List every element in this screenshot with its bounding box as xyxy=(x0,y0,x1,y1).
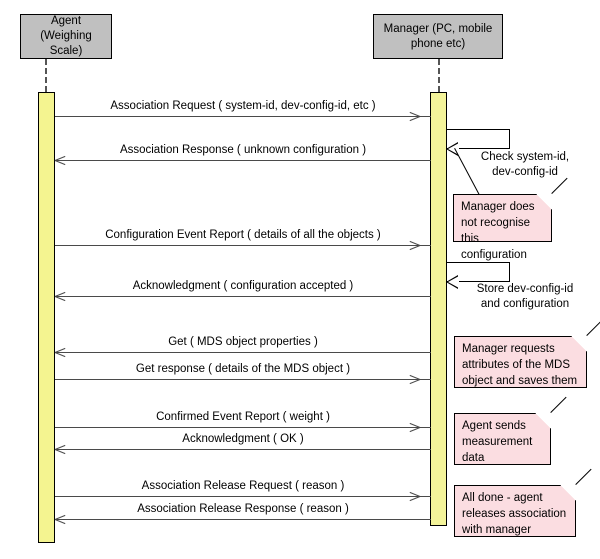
self-call-loop-2 xyxy=(446,262,510,282)
actor-manager-line2: phone etc) xyxy=(410,37,466,50)
note-1-line2: not recognise xyxy=(461,217,531,229)
note-all-done-releases-association: All done - agent releases association wi… xyxy=(454,468,592,537)
self-call-label-1: Check system-id, dev-config-id xyxy=(463,150,587,180)
self-call-arrowhead-1 xyxy=(448,143,459,155)
note-4-fold-line xyxy=(575,468,592,485)
self-call-1-line1: Check system-id, xyxy=(480,151,570,163)
note-2-line3: object and saves them xyxy=(462,375,578,387)
message-label-9: Association Release Request ( reason ) xyxy=(141,480,345,492)
note-1-line3: this configuration xyxy=(461,233,527,261)
message-line-1 xyxy=(55,116,431,117)
note-1-fold-line xyxy=(551,177,568,194)
message-label-4: Acknowledgment ( configuration accepted … xyxy=(132,280,354,292)
message-line-10 xyxy=(55,519,431,520)
message-line-6 xyxy=(55,379,431,380)
actor-head-manager: Manager (PC, mobile phone etc) xyxy=(373,14,503,59)
self-call-2-line2: and configuration xyxy=(480,298,570,310)
note-4-line3: with manager xyxy=(462,524,532,536)
note-3-line3: data xyxy=(462,452,485,464)
message-line-9 xyxy=(55,496,431,497)
lifeline-agent xyxy=(45,59,47,92)
note-2-line1: Manager requests xyxy=(462,343,555,355)
message-line-8 xyxy=(55,449,431,450)
actor-agent-line2: (Weighing Scale) xyxy=(40,30,92,57)
message-line-3 xyxy=(55,245,431,246)
lifeline-manager xyxy=(438,59,440,92)
message-label-7: Confirmed Event Report ( weight ) xyxy=(156,411,330,423)
note-2-fold-line xyxy=(586,319,600,336)
note-manager-requests-attributes: Manager requests attributes of the MDS o… xyxy=(454,319,600,388)
message-label-10: Association Release Response ( reason ) xyxy=(137,503,349,515)
message-line-4 xyxy=(55,296,431,297)
self-call-loop-1 xyxy=(446,129,510,149)
note-3-fold-line xyxy=(550,396,567,413)
message-line-5 xyxy=(55,352,431,353)
note-2-line2: attributes of the MDS xyxy=(462,359,571,371)
self-call-2-line1: Store dev-config-id xyxy=(476,283,574,295)
note-4-line2: releases association xyxy=(462,508,567,520)
self-call-1-line2: dev-config-id xyxy=(492,166,558,178)
self-call-arrowhead-2 xyxy=(448,276,459,288)
message-label-2: Association Response ( unknown configura… xyxy=(119,144,367,156)
activation-bar-agent xyxy=(38,92,55,543)
actor-head-agent: Agent (Weighing Scale) xyxy=(20,14,112,59)
message-line-2 xyxy=(55,160,431,161)
note-1-line1: Manager does xyxy=(461,201,535,213)
note-3-line1: Agent sends xyxy=(462,420,526,432)
message-label-5: Get ( MDS object properties ) xyxy=(168,336,318,348)
actor-manager-line1: Manager (PC, mobile xyxy=(383,22,493,35)
actor-agent-line1: Agent xyxy=(50,15,82,27)
message-label-3: Configuration Event Report ( details of … xyxy=(105,229,381,241)
note-4-line1: All done - agent xyxy=(462,492,543,504)
message-label-6: Get response ( details of the MDS object… xyxy=(135,363,351,375)
note-3-line2: measurement xyxy=(462,436,533,448)
self-call-label-2: Store dev-config-id and configuration xyxy=(455,282,595,312)
message-label-8: Acknowledgment ( OK ) xyxy=(182,433,304,445)
message-label-1: Association Request ( system-id, dev-con… xyxy=(110,100,376,112)
note-manager-does-not-recognise: Manager does not recognise this configur… xyxy=(453,177,568,261)
activation-bar-manager xyxy=(430,92,447,526)
note-agent-sends-measurement: Agent sends measurement data xyxy=(454,396,567,465)
message-line-7 xyxy=(55,427,431,428)
